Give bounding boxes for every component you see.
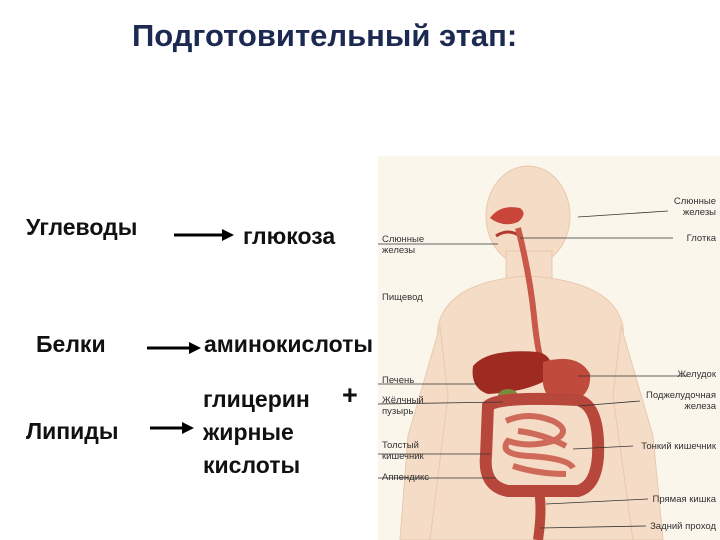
plus-sign: + <box>342 380 358 410</box>
lipids-label: Липиды <box>26 418 119 444</box>
label-large-intestine: Толстый кишечник <box>382 440 424 462</box>
label-stomach: Желудок <box>677 369 716 380</box>
label-anus: Задний проход <box>650 521 716 532</box>
label-pancreas: Поджелудочная железа <box>646 390 716 412</box>
label-pharynx: Глотка <box>686 233 716 244</box>
fatty-label-2: кислоты <box>203 452 301 478</box>
label-rectum: Прямая кишка <box>652 494 716 505</box>
fatty-label-1: жирные <box>203 419 294 445</box>
digestive-system-diagram: Слюнные железы Пищевод Печень Жёлчный пу… <box>378 156 720 540</box>
proteins-label: Белки <box>36 331 106 357</box>
arrow-carbs <box>174 229 234 241</box>
glycerol-label: глицерин <box>203 386 310 412</box>
body-illustration <box>378 165 688 540</box>
arrow-lipids <box>150 422 194 434</box>
label-salivary-left: Слюнные железы <box>382 234 425 256</box>
label-salivary-right: Слюнные железы <box>673 196 716 218</box>
label-esophagus: Пищевод <box>382 292 423 303</box>
label-gallbladder: Жёлчный пузырь <box>382 395 424 417</box>
glucose-label: глюкоза <box>243 223 336 249</box>
label-appendix: Аппендикс <box>382 472 430 483</box>
label-liver: Печень <box>382 375 415 386</box>
carbs-label: Углеводы <box>26 214 138 240</box>
amino-acids-label: аминокислоты <box>204 331 374 357</box>
label-small-intestine: Тонкий кишечник <box>641 441 716 452</box>
slide-title: Подготовительный этап: <box>132 18 518 53</box>
arrow-proteins <box>147 342 201 354</box>
